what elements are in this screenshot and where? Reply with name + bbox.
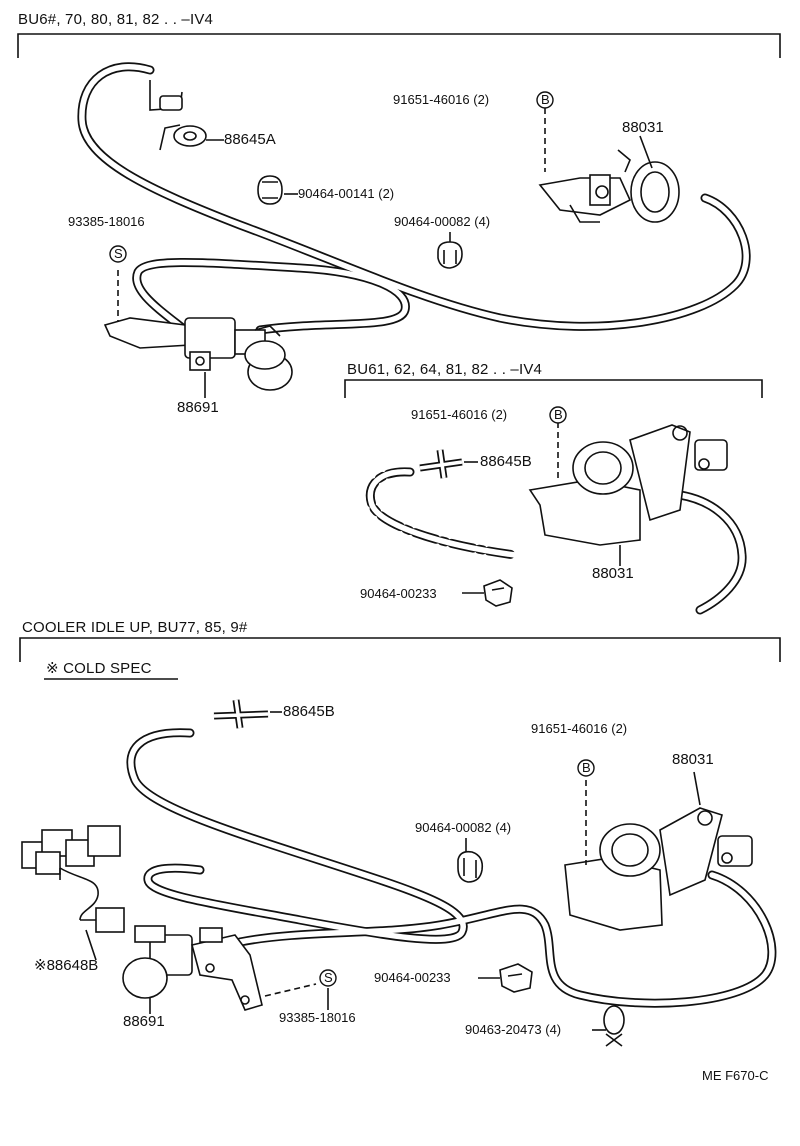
mid-bolt-symbol: [549, 406, 567, 424]
cold-spec-label: ※ COLD SPEC: [46, 660, 152, 677]
bottom-screw-letter: S: [324, 970, 333, 985]
label-top-88691: 88691: [177, 399, 219, 416]
top-bolt-letter: B: [541, 92, 550, 107]
mid-88031-actuator: [528, 424, 728, 546]
label-top-90464-00141: 90464-00141 (2): [298, 186, 395, 201]
label-top-90464-00082: 90464-00082 (4): [394, 214, 491, 229]
top-88691-vsv: [103, 317, 293, 391]
label-top-91651-46016: 91651-46016 (2): [393, 92, 490, 107]
mid-bolt-letter: B: [554, 407, 563, 422]
bottom-bolt-letter: B: [582, 760, 591, 775]
leader-bottom-88031: [693, 771, 701, 806]
top-88031-actuator: [538, 149, 680, 223]
mid-section-frame: [344, 379, 763, 398]
top-section-header: BU6#, 70, 80, 81, 82 . . –IV4: [18, 11, 214, 28]
label-bottom-91651-46016: 91651-46016 (2): [531, 721, 628, 736]
bottom-90464-00233-clip: [499, 963, 533, 993]
top-90464-00082-clip: [437, 241, 463, 269]
diagram-code: ME F670-C: [702, 1068, 769, 1083]
label-mid-91651-46016: 91651-46016 (2): [411, 407, 508, 422]
label-top-88031: 88031: [622, 119, 664, 136]
bottom-section-frame: [19, 637, 781, 662]
bottom-section-header: COOLER IDLE UP, BU77, 85, 9#: [22, 619, 248, 636]
label-top-88645A: 88645A: [224, 131, 276, 148]
bottom-88645B-tee: [213, 699, 269, 729]
label-bottom-90463-20473: 90463-20473 (4): [465, 1022, 562, 1037]
top-screw-symbol: [109, 245, 127, 263]
mid-section-header: BU61, 62, 64, 81, 82 . . –IV4: [347, 361, 543, 378]
label-mid-88031: 88031: [592, 565, 634, 582]
top-90464-00141-clip: [257, 175, 283, 205]
label-bottom-88648B: ※88648B: [34, 957, 99, 974]
bottom-88031-actuator: [564, 807, 753, 931]
mid-90464-00233-clip: [483, 579, 513, 607]
bottom-88691-vsv: [122, 925, 263, 1011]
bottom-90463-20473-clamp: [603, 1005, 625, 1047]
leader-bottom-88648B: [85, 929, 97, 961]
bottom-90464-00082-clip: [457, 850, 484, 883]
top-screw-letter: S: [114, 246, 123, 261]
label-bottom-88031: 88031: [672, 751, 714, 768]
mid-88645B-tee: [419, 449, 463, 479]
bottom-screw-symbol: [319, 969, 337, 987]
label-top-93385-18016: 93385-18016: [68, 214, 145, 229]
label-bottom-93385-18016: 93385-18016: [279, 1010, 356, 1025]
top-section-frame: [17, 33, 781, 58]
bottom-88648B-connectors: [21, 825, 125, 933]
label-bottom-88645B: 88645B: [283, 703, 335, 720]
label-bottom-88691: 88691: [123, 1013, 165, 1030]
label-bottom-90464-00082: 90464-00082 (4): [415, 820, 512, 835]
label-mid-88645B: 88645B: [480, 453, 532, 470]
leader-bottom-screw-a: [264, 983, 317, 997]
label-mid-90464-00233: 90464-00233: [360, 586, 437, 601]
top-bolt-symbol: [536, 91, 554, 109]
bottom-bolt-symbol: [577, 759, 595, 777]
label-bottom-90464-00233: 90464-00233: [374, 970, 451, 985]
top-88645A-fitting: [149, 80, 207, 151]
leader-top-88031: [639, 135, 653, 169]
